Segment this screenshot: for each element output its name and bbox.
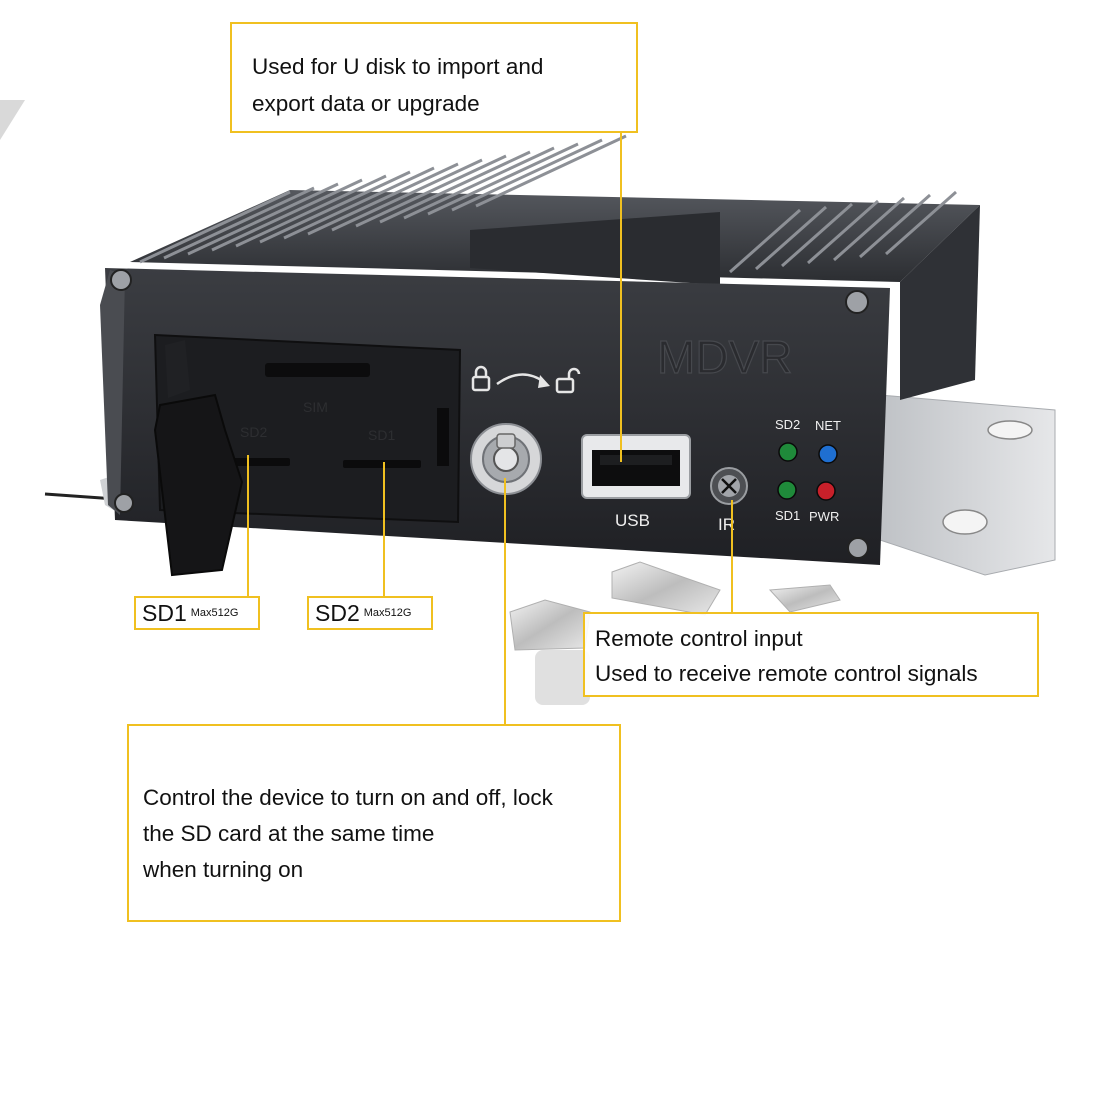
key-switch: [470, 423, 542, 495]
led-sd1: [777, 480, 797, 500]
heat-sink-fin: [475, 134, 627, 208]
keys: [509, 561, 841, 705]
led-label-sd1: SD1: [775, 508, 800, 523]
callout-ir: Remote control input Used to receive rem…: [583, 612, 1039, 697]
lock-icon: [471, 365, 491, 392]
heat-sink-fin: [355, 154, 507, 228]
heat-sink: [130, 134, 980, 400]
sd2-slot-label: SD2: [240, 424, 267, 440]
heat-sink-fin: [163, 186, 315, 260]
led-pwr: [816, 481, 836, 501]
sd1-name: SD1: [142, 600, 187, 626]
callout-key-line-2: the SD card at the same time: [143, 821, 435, 846]
heat-sink-fin: [833, 196, 905, 262]
mounting-bracket: [879, 394, 1056, 576]
heat-sink-fin: [859, 193, 931, 259]
callout-key-switch: Control the device to turn on and off, l…: [127, 724, 621, 922]
led-label-pwr: PWR: [809, 509, 839, 524]
heat-sink-fin: [755, 205, 827, 271]
led-label-net: NET: [815, 418, 841, 433]
heat-sink-fin: [283, 166, 435, 240]
bracket-slot-bottom: [942, 509, 988, 535]
sd1-capacity: Max512G: [190, 607, 239, 619]
ir-label: IR: [718, 515, 735, 534]
heat-sink-fin: [379, 150, 531, 224]
led-sd2: [778, 442, 798, 462]
compartment-door-open: [153, 393, 244, 577]
led-label-sd2: SD2: [775, 417, 800, 432]
callout-usb: Used for U disk to import and export dat…: [230, 22, 638, 133]
heat-sink-fin: [187, 182, 339, 256]
sim-slot: [265, 363, 370, 377]
heat-sink-fin: [403, 146, 555, 220]
heat-sink-fin: [781, 202, 853, 268]
sd1-card-slot: [343, 460, 421, 468]
heat-sink-fin: [427, 142, 579, 216]
screw-bottom-right: [847, 537, 869, 559]
callout-key-line-3: when turning on: [143, 857, 304, 882]
compartment-latch: [437, 408, 449, 466]
callout-key-line-1: Control the device to turn on and off, l…: [143, 785, 553, 810]
sd2-name: SD2: [315, 600, 360, 626]
front-panel: SIM SD2 SD1 MDVR: [100, 268, 890, 577]
callout-usb-line-2: export data or upgrade: [252, 91, 480, 116]
callout-ir-line-2: Used to receive remote control signals: [595, 661, 978, 686]
heat-sink-fin: [807, 199, 879, 265]
heat-sink-fin: [211, 178, 363, 252]
sim-slot-label: SIM: [303, 399, 328, 415]
sd1-slot-label: SD1: [368, 427, 395, 443]
brand-mdvr: MDVR: [657, 331, 792, 383]
heat-sink-fin: [139, 190, 291, 264]
heat-sink-fin: [331, 158, 483, 232]
sd2-capacity: Max512G: [363, 607, 412, 619]
led-net: [818, 444, 838, 464]
usb-port: [581, 434, 691, 499]
unlock-icon: [555, 367, 581, 394]
bracket-slot-top: [987, 420, 1033, 440]
heat-sink-fin: [259, 170, 411, 244]
ir-sensor: [710, 467, 748, 505]
screw-top-left: [110, 269, 132, 291]
heat-sink-fin: [307, 162, 459, 236]
screw-top-right: [845, 290, 869, 314]
heat-sink-fin: [729, 208, 801, 274]
sd2-card-slot: [232, 458, 290, 466]
heat-sink-fin: [235, 174, 387, 248]
callout-usb-line-1: Used for U disk to import and: [252, 54, 544, 79]
heat-sink-fin: [451, 138, 603, 212]
callout-leader-lines: [247, 133, 733, 724]
screw-bottom-left: [114, 493, 134, 513]
callout-ir-line-1: Remote control input: [595, 626, 803, 651]
usb-label: USB: [615, 511, 650, 530]
heat-sink-fin: [885, 190, 957, 256]
background-wedge: [0, 100, 25, 140]
